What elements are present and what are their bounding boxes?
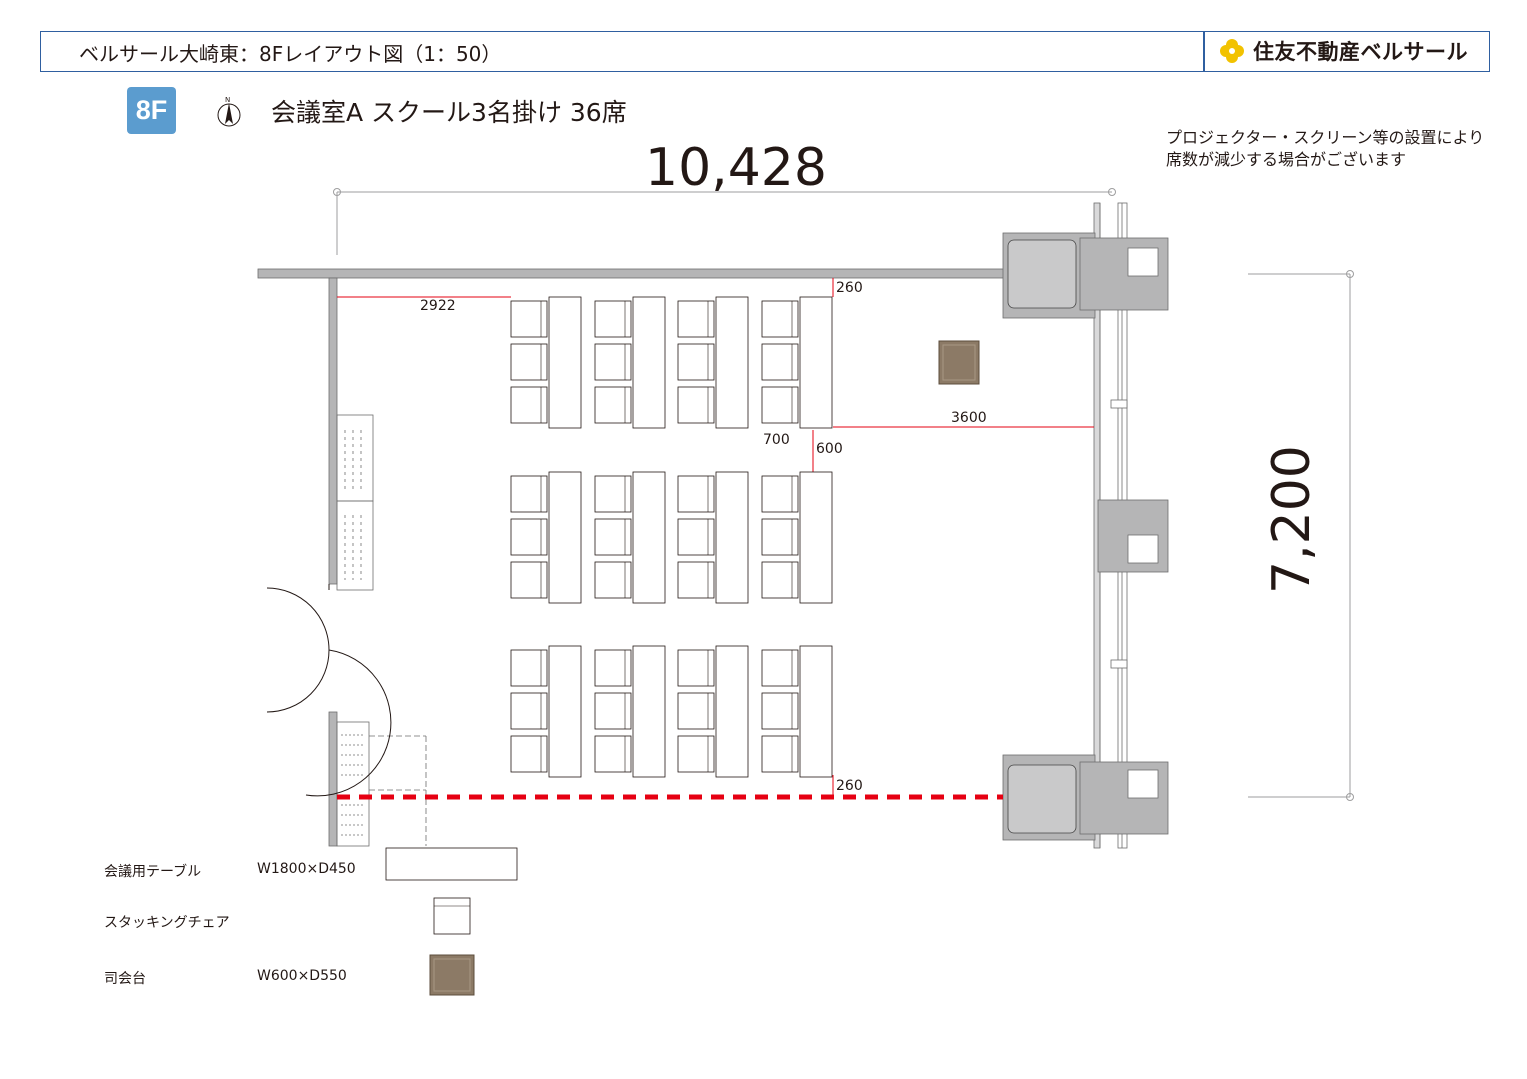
stacking-chair bbox=[510, 649, 548, 687]
brand-name: 住友不動産ベルサール bbox=[1253, 40, 1468, 64]
stacking-chair bbox=[677, 518, 715, 556]
stacking-chair bbox=[594, 735, 632, 773]
svg-text:N: N bbox=[225, 96, 230, 104]
stacking-chair bbox=[677, 386, 715, 424]
stacking-chair bbox=[510, 300, 548, 338]
depth-dimension-label: 7,200 bbox=[1262, 445, 1322, 594]
stacking-chair bbox=[761, 343, 799, 381]
stacking-chair bbox=[510, 735, 548, 773]
conference-table bbox=[632, 296, 666, 429]
top-clearance-label: 260 bbox=[836, 280, 863, 296]
stacking-chair bbox=[510, 386, 548, 424]
brand-logo: 住友不動産ベルサール bbox=[1217, 37, 1468, 65]
conference-table bbox=[799, 296, 833, 429]
legend-table-spec: W1800×D450 bbox=[257, 861, 356, 877]
aisle-side-label: 3600 bbox=[951, 410, 987, 426]
column-top bbox=[1002, 232, 1169, 319]
stacking-chair bbox=[594, 692, 632, 730]
stacking-chair bbox=[594, 649, 632, 687]
conference-table bbox=[715, 471, 749, 604]
page-title: ベルサール大崎東：8Fレイアウト図（1：50） bbox=[79, 42, 502, 66]
legend-table-label: 会議用テーブル bbox=[104, 864, 202, 880]
stacking-chair bbox=[677, 475, 715, 513]
stacking-chair bbox=[510, 518, 548, 556]
room-title: 会議室A スクール3名掛け 36席 bbox=[271, 98, 627, 127]
podium-icon bbox=[429, 954, 475, 996]
stacking-chair bbox=[510, 692, 548, 730]
north-arrow-icon: N bbox=[217, 96, 241, 127]
stacking-chair bbox=[510, 561, 548, 599]
conference-table bbox=[715, 645, 749, 778]
left-wall-lower bbox=[328, 711, 338, 847]
stacking-chair bbox=[761, 649, 799, 687]
width-dimension-line bbox=[333, 188, 1116, 255]
left-gap-label: 2922 bbox=[420, 298, 456, 314]
stacking-chair bbox=[677, 343, 715, 381]
stacking-chair bbox=[761, 475, 799, 513]
conference-table bbox=[799, 471, 833, 604]
stacking-chair bbox=[761, 386, 799, 424]
stacking-chair bbox=[510, 475, 548, 513]
capacity-note: プロジェクター・スクリーン等の設置により席数が減少する場合がございます bbox=[1166, 128, 1485, 169]
header-divider bbox=[1203, 32, 1205, 71]
stacking-chair bbox=[761, 518, 799, 556]
table-pitch-label: 700 bbox=[763, 432, 790, 448]
storage-panels bbox=[336, 414, 427, 847]
floor-badge: 8F bbox=[127, 87, 176, 134]
podium bbox=[938, 340, 980, 385]
stacking-chair bbox=[677, 735, 715, 773]
bottom-clearance-label: 260 bbox=[836, 778, 863, 794]
column-mid bbox=[1097, 499, 1169, 573]
stacking-chair bbox=[677, 300, 715, 338]
conference-table bbox=[548, 645, 582, 778]
header-bar: ベルサール大崎東：8Fレイアウト図（1：50） 住友不動産ベルサール bbox=[40, 31, 1490, 72]
legend-podium-label: 司会台 bbox=[104, 971, 146, 987]
brand-mark-icon bbox=[1220, 39, 1244, 63]
conference-table bbox=[548, 296, 582, 429]
conference-table bbox=[715, 296, 749, 429]
stacking-chair bbox=[761, 561, 799, 599]
top-wall bbox=[257, 268, 1007, 279]
stacking-chair bbox=[594, 386, 632, 424]
column-bottom bbox=[1002, 754, 1169, 841]
chair-icon bbox=[433, 897, 471, 935]
stacking-chair bbox=[594, 343, 632, 381]
left-wall bbox=[328, 277, 338, 585]
conference-table bbox=[799, 645, 833, 778]
legend-chair-label: スタッキングチェア bbox=[104, 915, 230, 931]
table-icon bbox=[385, 847, 518, 881]
stacking-chair bbox=[761, 300, 799, 338]
stacking-chair bbox=[594, 561, 632, 599]
conference-table bbox=[632, 471, 666, 604]
width-dimension-label: 10,428 bbox=[645, 138, 827, 198]
red-dimensions bbox=[337, 278, 1094, 797]
depth-dimension-line bbox=[1248, 270, 1354, 801]
stacking-chair bbox=[677, 649, 715, 687]
conference-table bbox=[548, 471, 582, 604]
legend-podium-spec: W600×D550 bbox=[257, 968, 347, 984]
stacking-chair bbox=[761, 692, 799, 730]
seating-layout bbox=[510, 296, 833, 778]
conference-table bbox=[632, 645, 666, 778]
row-gap-label: 600 bbox=[816, 441, 843, 457]
stacking-chair bbox=[594, 475, 632, 513]
stacking-chair bbox=[594, 300, 632, 338]
stacking-chair bbox=[677, 561, 715, 599]
stacking-chair bbox=[677, 692, 715, 730]
stacking-chair bbox=[594, 518, 632, 556]
stacking-chair bbox=[510, 343, 548, 381]
door-swing bbox=[266, 584, 392, 797]
stacking-chair bbox=[761, 735, 799, 773]
